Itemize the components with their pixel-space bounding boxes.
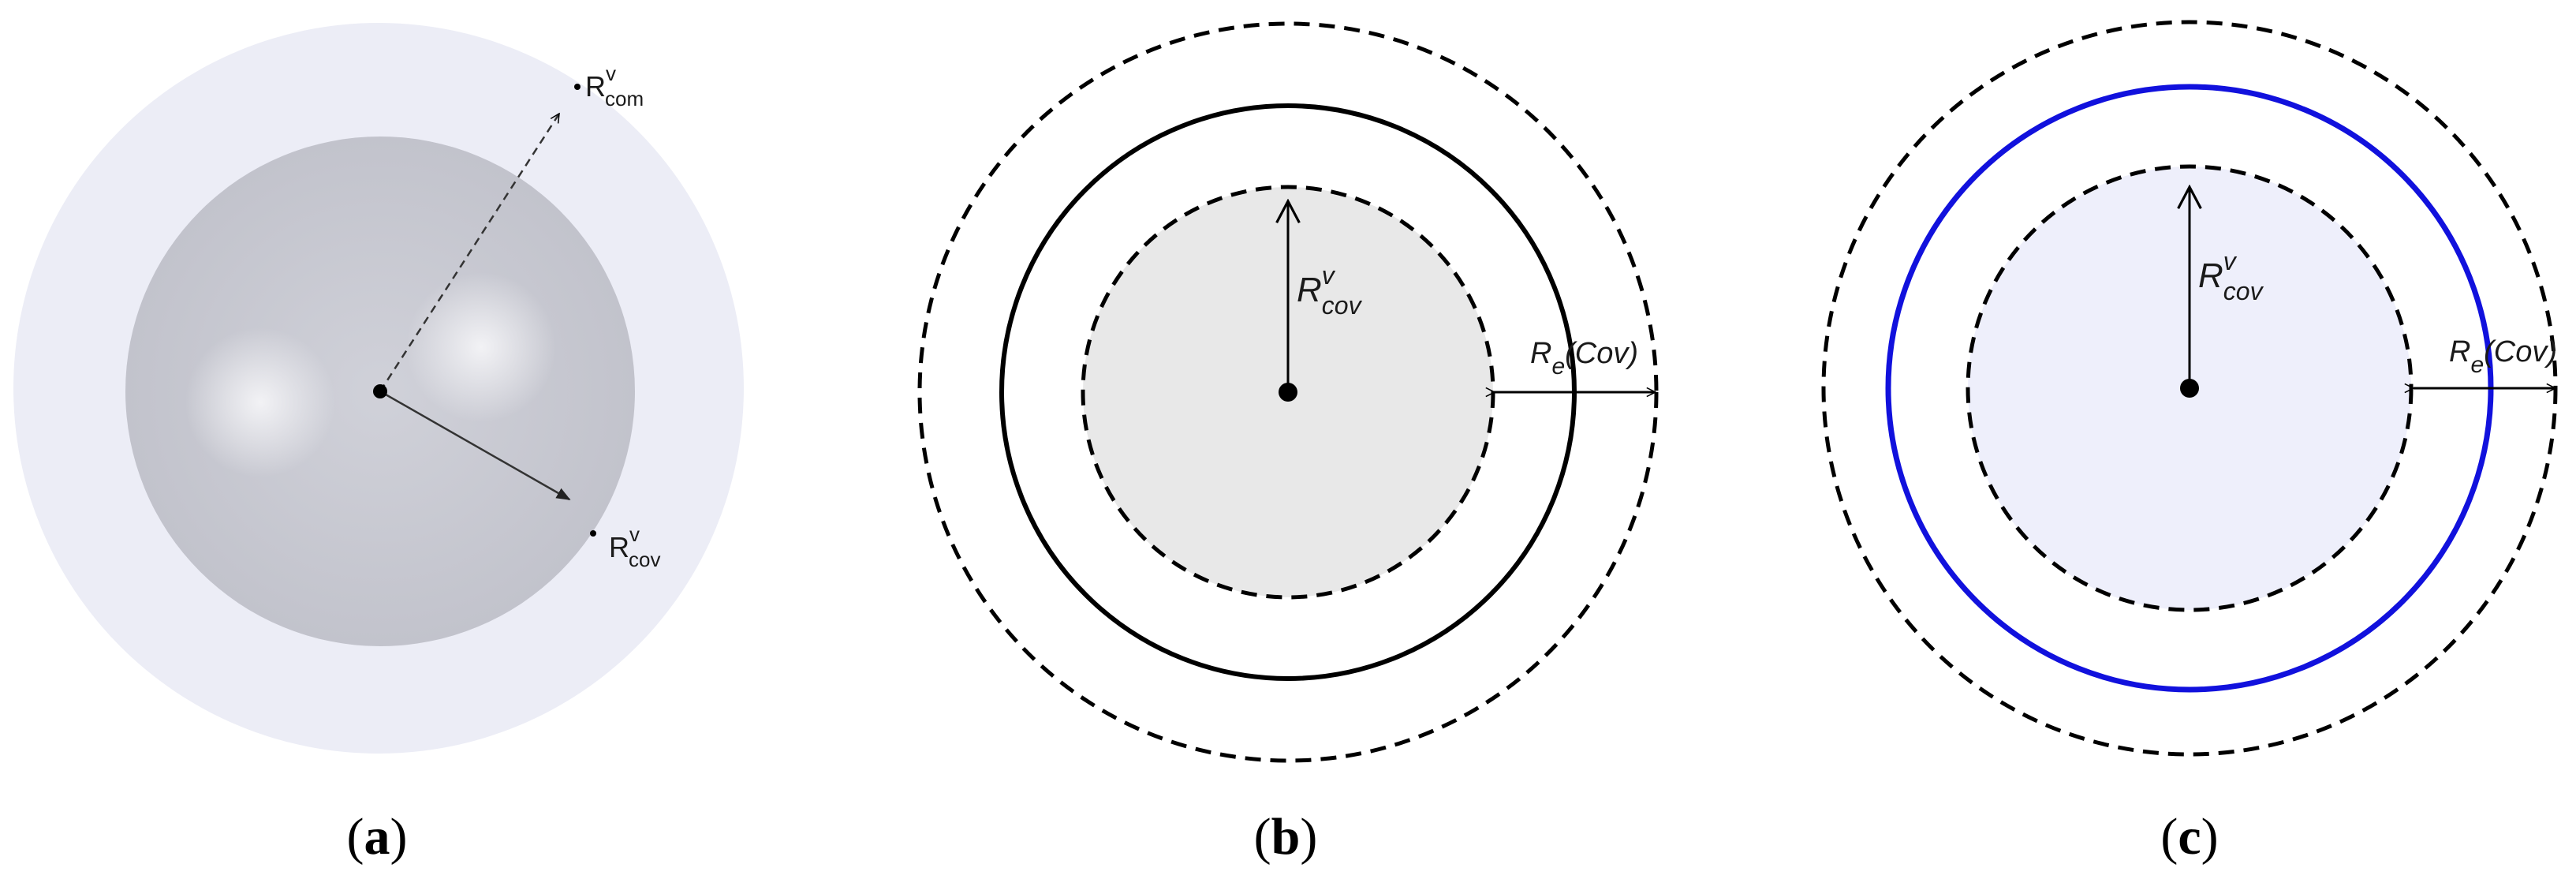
panel-a-cov-point	[590, 530, 596, 537]
panel-a-highlight-left	[185, 327, 335, 477]
panel-c-re-label: Re(Cov)	[2449, 335, 2557, 378]
panel-a-center-point	[373, 384, 387, 398]
panel-a-cov-radius-arrow	[379, 390, 571, 501]
panel-b-center-point	[1279, 383, 1297, 402]
caption-b: (b)	[1254, 808, 1318, 866]
panel-b-re-label: Re(Cov)	[1530, 337, 1638, 380]
panel-a-com-radius-line	[379, 114, 561, 392]
caption-a: (a)	[347, 808, 408, 866]
caption-c: (c)	[2160, 808, 2218, 866]
panel-a-com-point	[574, 84, 581, 90]
panel-a-highlight-right	[406, 272, 556, 422]
panel-c-center-point	[2180, 379, 2199, 398]
